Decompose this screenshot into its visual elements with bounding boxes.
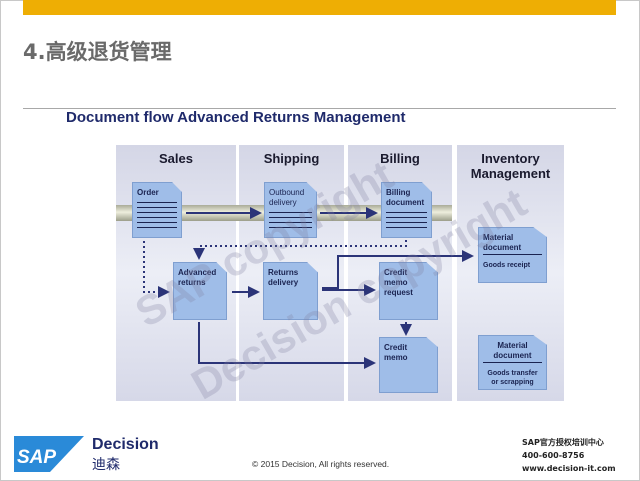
svg-text:SAP: SAP xyxy=(17,447,56,468)
copyright: © 2015 Decision, All rights reserved. xyxy=(252,459,390,469)
doc-label: Credit memo request xyxy=(384,268,413,297)
doc-sublabel: Goods transfer or scrapping xyxy=(487,370,538,386)
doc-returns-delivery: Returns delivery xyxy=(263,262,318,320)
page-title: 4.高级退货管理 xyxy=(23,40,172,64)
doc-label: Outbound delivery xyxy=(269,188,305,207)
contact-info: SAP官方授权培训中心 400-600-8756 www.decision-it… xyxy=(522,436,616,475)
column-label: Shipping xyxy=(263,151,320,166)
doc-sublabel: Goods receipt xyxy=(483,262,531,269)
column-label: Billing xyxy=(380,151,420,166)
doc-label: Advanced returns xyxy=(178,268,217,287)
doc-credit-memo: Credit memo xyxy=(379,337,438,393)
doc-order: Order xyxy=(132,182,182,238)
doc-label: Credit memo xyxy=(384,343,408,362)
brand-name: Decision xyxy=(92,436,159,453)
contact-org: SAP官方授权培训中心 xyxy=(522,438,604,447)
doc-label: Billing document xyxy=(386,188,425,207)
doc-lines xyxy=(137,202,177,228)
doc-label: Returns delivery xyxy=(268,268,299,287)
sap-logo: SAP xyxy=(14,436,84,472)
arrow-to-material xyxy=(322,250,474,289)
top-accent-bar xyxy=(23,0,616,15)
doc-label: Material document xyxy=(483,341,542,363)
divider xyxy=(23,108,616,109)
doc-advanced-returns: Advanced returns xyxy=(173,262,227,320)
doc-label: Material document xyxy=(483,233,542,255)
column-label: Inventory Management xyxy=(470,151,551,181)
doc-label: Order xyxy=(137,188,159,197)
column-label: Sales xyxy=(159,151,193,166)
doc-lines xyxy=(386,212,427,232)
contact-phone: 400-600-8756 xyxy=(522,451,585,460)
contact-website: www.decision-it.com xyxy=(522,464,616,473)
diagram-title: Document flow Advanced Returns Managemen… xyxy=(66,109,406,126)
doc-credit-memo-request: Credit memo request xyxy=(379,262,438,320)
doc-lines xyxy=(269,212,312,232)
doc-outbound-delivery: Outbound delivery xyxy=(264,182,317,238)
doc-billing: Billing document xyxy=(381,182,432,238)
brand-name-cn: 迪森 xyxy=(92,457,120,473)
dotted-arrow-order-returns xyxy=(143,241,170,298)
arrow-advanced-memo xyxy=(198,322,376,369)
